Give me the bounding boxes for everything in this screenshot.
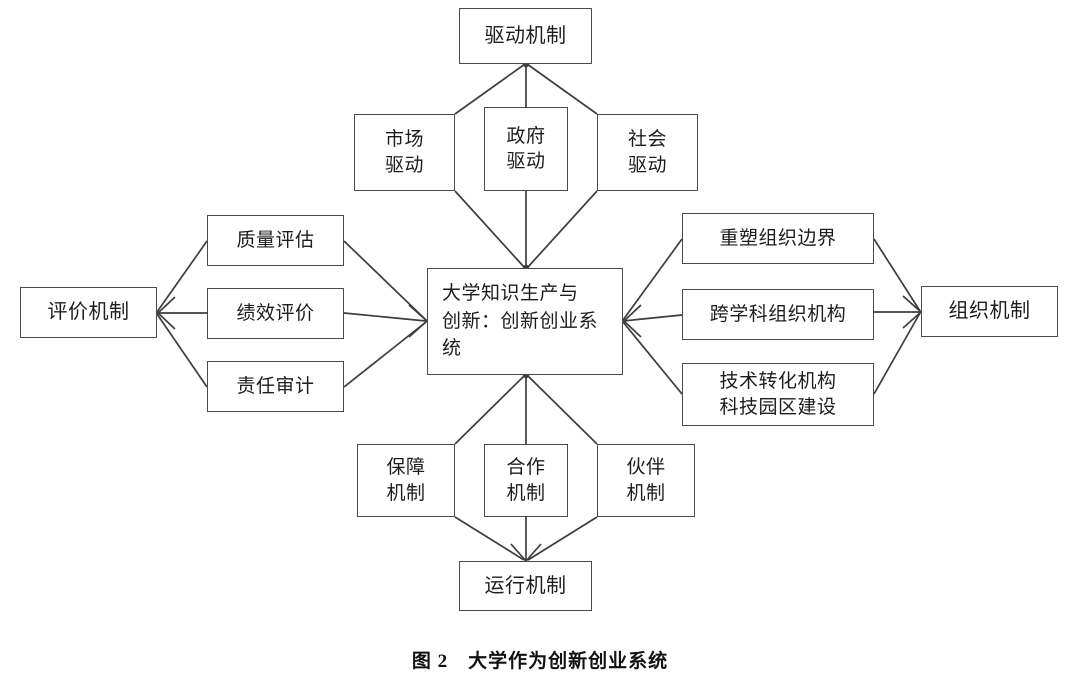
edge-center-to-interdisciplinary <box>622 314 683 322</box>
edge-techtransfer-to-org <box>873 312 921 395</box>
node-guarantee-mechanism[interactable]: 保障 机制 <box>357 444 455 517</box>
node-label: 政府 驱动 <box>506 125 546 172</box>
node-label: 社会 驱动 <box>627 129 667 176</box>
node-drive-mechanism[interactable]: 驱动机制 <box>459 8 592 64</box>
edge-center-to-guarantee <box>454 375 525 445</box>
arrowhead-eval-left <box>156 296 176 330</box>
node-tech-transfer-org[interactable]: 技术转化机构 科技园区建设 <box>682 363 874 426</box>
node-center-system[interactable]: 大学知识生产与 创新：创新创业系 统 <box>427 268 623 375</box>
edge-reshape-to-org <box>873 238 921 312</box>
edge-eval-to-audit <box>156 313 208 388</box>
node-label: 组织机制 <box>948 300 1031 323</box>
node-label: 质量评估 <box>236 229 315 251</box>
node-label: 伙伴 机制 <box>626 457 666 504</box>
edge-center-to-reshape <box>622 238 683 321</box>
node-market-drive[interactable]: 市场 驱动 <box>354 114 455 191</box>
node-label: 运行机制 <box>484 574 567 597</box>
node-government-drive[interactable]: 政府 驱动 <box>484 107 568 191</box>
node-quality-assessment[interactable]: 质量评估 <box>207 215 344 266</box>
node-reshape-boundary[interactable]: 重塑组织边界 <box>682 213 874 264</box>
node-label: 评价机制 <box>47 301 130 324</box>
node-performance-evaluation[interactable]: 绩效评价 <box>207 288 344 339</box>
node-label: 重塑组织边界 <box>719 227 837 249</box>
node-interdisciplinary-org[interactable]: 跨学科组织机构 <box>682 289 874 340</box>
node-operation-mechanism[interactable]: 运行机制 <box>459 561 592 611</box>
node-responsibility-audit[interactable]: 责任审计 <box>207 361 344 412</box>
edge-guarantee-to-operation <box>454 516 525 561</box>
edge-center-to-techtransfer <box>622 321 683 395</box>
edge-eval-to-quality <box>156 240 208 313</box>
node-label: 保障 机制 <box>386 457 426 504</box>
node-label: 驱动机制 <box>484 24 567 47</box>
edge-market-to-drive <box>454 63 526 115</box>
arrowhead-center-right <box>622 304 642 338</box>
node-organization-mechanism[interactable]: 组织机制 <box>921 286 1058 337</box>
edge-social-to-drive <box>526 63 598 115</box>
node-label: 责任审计 <box>236 375 315 397</box>
edge-performance-to-center <box>343 312 427 322</box>
node-label: 市场 驱动 <box>384 129 424 176</box>
edge-center-to-partner <box>527 375 598 445</box>
node-label: 绩效评价 <box>236 302 315 324</box>
node-partner-mechanism[interactable]: 伙伴 机制 <box>597 444 695 517</box>
edge-audit-to-center <box>343 321 427 388</box>
edge-partner-to-operation <box>527 516 598 561</box>
node-cooperation-mechanism[interactable]: 合作 机制 <box>484 444 568 517</box>
node-social-drive[interactable]: 社会 驱动 <box>597 114 698 191</box>
node-evaluation-mechanism[interactable]: 评价机制 <box>20 287 157 338</box>
node-label: 大学知识生产与 创新：创新创业系 统 <box>442 283 599 360</box>
node-label: 跨学科组织机构 <box>709 303 847 325</box>
figure-caption: 图 2 大学作为创新创业系统 <box>411 651 669 672</box>
edge-market-to-center <box>454 190 525 268</box>
node-label: 合作 机制 <box>506 457 546 504</box>
node-label: 技术转化机构 科技园区建设 <box>719 371 837 418</box>
edge-social-to-center <box>527 190 598 268</box>
